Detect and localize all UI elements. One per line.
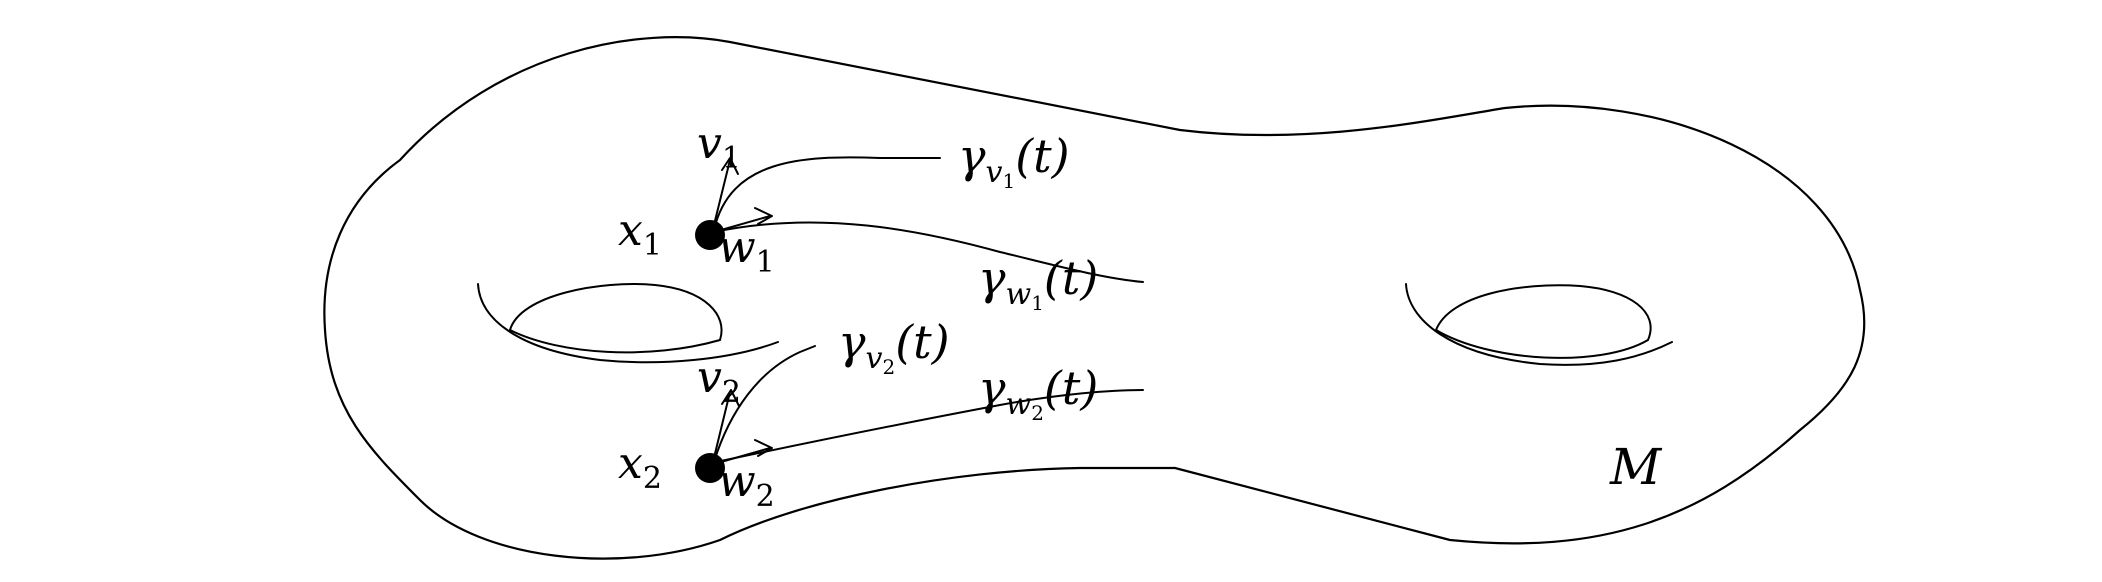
vector-v1-arrow: [711, 157, 739, 234]
label-v1: v1: [697, 118, 741, 176]
label-manifold-m: M: [1609, 438, 1663, 496]
right-hole: [1405, 283, 1673, 366]
geodesic-gamma-v1: [713, 156, 941, 231]
label-x2: x2: [618, 438, 662, 496]
point-x2-dot: [695, 453, 725, 483]
label-w2: w2: [718, 456, 775, 514]
vector-v2-arrow: [711, 389, 740, 467]
geodesic-gamma-v2: [713, 345, 816, 463]
point-x1-dot: [695, 220, 725, 250]
geodesic-gamma-w2: [715, 389, 1144, 463]
geodesic-gamma-w1: [713, 221, 1144, 283]
label-gamma-v2: γv2(t): [838, 315, 950, 379]
label-gamma-w2: γw2(t): [978, 361, 1098, 425]
label-v2: v2: [697, 352, 741, 410]
label-x1: x1: [618, 205, 662, 263]
point-x2-group: [695, 345, 1144, 483]
label-w1: w1: [718, 222, 775, 280]
point-x1-group: [695, 156, 1144, 283]
left-hole: [477, 283, 779, 364]
label-gamma-v1: γv1(t): [958, 129, 1070, 193]
surface-outline: [323, 36, 1866, 560]
label-gamma-w1: γw1(t): [978, 251, 1098, 315]
